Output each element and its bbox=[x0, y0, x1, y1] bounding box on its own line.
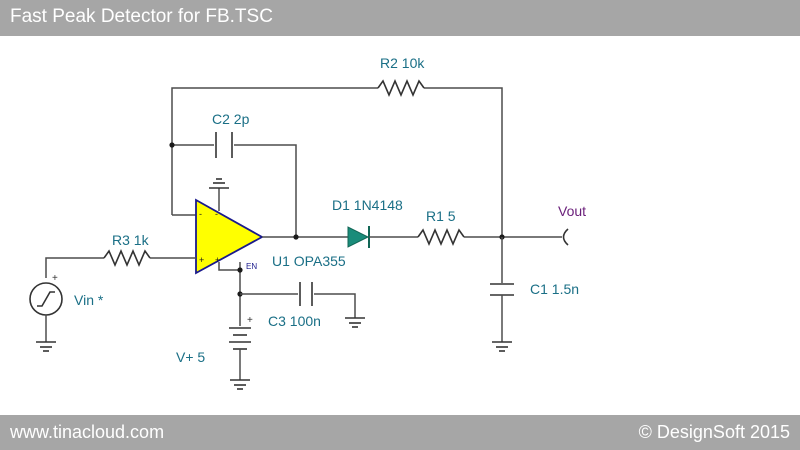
label-c1: C1 1.5n bbox=[530, 281, 579, 297]
feedback-loop-wire bbox=[171, 87, 503, 237]
opamp-supply-plus-sign: + bbox=[215, 255, 220, 265]
capacitor-c2-wire bbox=[172, 144, 297, 237]
battery-ground bbox=[230, 379, 250, 390]
vin-plus-sign: + bbox=[52, 273, 58, 284]
label-vout: Vout bbox=[558, 203, 586, 219]
page-title: Fast Peak Detector for FB.TSC bbox=[10, 6, 273, 27]
label-en: EN bbox=[246, 262, 257, 271]
resistor-r1-symbol bbox=[417, 227, 465, 247]
footer-website-link[interactable]: www.tinacloud.com bbox=[10, 422, 165, 442]
capacitor-c3-symbol bbox=[299, 282, 313, 306]
label-r3: R3 1k bbox=[112, 232, 150, 248]
c3-ground bbox=[345, 317, 365, 328]
capacitor-c3-wire bbox=[240, 293, 356, 318]
label-r2: R2 10k bbox=[380, 55, 425, 71]
voltage-source-vin: + bbox=[29, 273, 63, 316]
label-u1: U1 OPA355 bbox=[272, 253, 346, 269]
junction-dot bbox=[237, 267, 243, 273]
footer-bar: www.tinacloud.com © DesignSoft 2015 bbox=[0, 415, 800, 450]
label-c2: C2 2p bbox=[212, 111, 250, 127]
battery-vplus-symbol: + bbox=[229, 315, 253, 380]
opamp-supply-wire bbox=[218, 262, 241, 326]
vin-ground bbox=[36, 341, 56, 352]
opamp-plus-sign: + bbox=[199, 255, 204, 265]
resistor-r2-symbol bbox=[377, 78, 425, 98]
junction-dot bbox=[293, 234, 299, 240]
capacitor-c1-symbol bbox=[490, 283, 514, 296]
capacitor-c2-symbol bbox=[215, 132, 233, 158]
label-r1: R1 5 bbox=[426, 208, 456, 224]
diode-d1-symbol bbox=[347, 226, 370, 248]
vin-wire bbox=[45, 257, 104, 278]
opamp-supply-minus-sign: - bbox=[215, 209, 218, 219]
opamp-minus-sign: - bbox=[199, 209, 202, 219]
c1-ground bbox=[492, 341, 512, 352]
label-c3: C3 100n bbox=[268, 313, 321, 329]
junction-dot bbox=[169, 142, 175, 148]
label-d1: D1 1N4148 bbox=[332, 197, 403, 213]
battery-plus-sign: + bbox=[247, 315, 253, 326]
label-vplus: V+ 5 bbox=[176, 349, 205, 365]
footer-copyright: © DesignSoft 2015 bbox=[638, 422, 790, 442]
circuit-schematic: R2 10k C2 2p - + - + U1 OPA355 EN bbox=[29, 55, 586, 390]
opamp-ground bbox=[209, 178, 229, 211]
resistor-r3-symbol bbox=[103, 248, 151, 268]
label-vin: Vin * bbox=[74, 292, 104, 308]
title-bar: Fast Peak Detector for FB.TSC bbox=[0, 0, 800, 36]
opamp-u1: - + - + bbox=[195, 198, 264, 275]
vout-terminal bbox=[562, 228, 569, 246]
